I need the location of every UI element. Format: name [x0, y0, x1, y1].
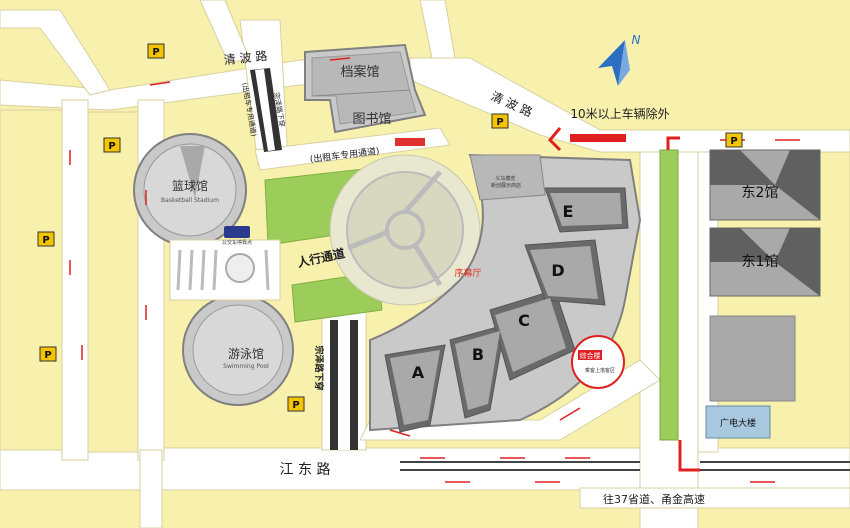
road-bottom-right: [579, 487, 850, 509]
east2-label: 东2馆: [742, 185, 779, 201]
svg-text:P: P: [152, 47, 159, 58]
road-label-vehicle-limit: 10米以上车辆除外: [570, 106, 669, 121]
swimming-label: 游泳馆: [228, 346, 264, 361]
connector-plaza: [169, 239, 281, 301]
archive-library-building: 档案馆 图书馆: [304, 43, 427, 134]
east1-label: 东1馆: [742, 254, 779, 270]
road-label-exit-route: 往37省道、甬金高速: [603, 492, 705, 506]
svg-text:P: P: [42, 235, 49, 246]
compass-north-label: N: [632, 33, 641, 47]
taxi-zone-sub-label: 乘客上落客区: [585, 367, 615, 374]
parking-sign: P: [147, 43, 165, 59]
bookstore-line-1: 义乌博览: [495, 175, 515, 182]
basketball-en-label: Basketball Stadium: [161, 197, 219, 204]
broadcast-label: 广电大楼: [720, 417, 756, 429]
archive-label: 档案馆: [340, 65, 379, 80]
hall-c-label: C: [518, 311, 530, 330]
svg-text:P: P: [496, 117, 503, 128]
jiangdong-rail: [400, 461, 850, 471]
green-median: [659, 149, 679, 441]
parking-sign: P: [287, 396, 305, 412]
road-topleft: [0, 9, 111, 96]
bus-stop-sign: 公交车停靠点: [222, 226, 252, 246]
underpass-marks: [250, 68, 358, 450]
hall-a-label: A: [412, 363, 425, 382]
library-label: 图书馆: [352, 112, 391, 127]
parking-sign: P: [103, 137, 121, 153]
central-plaza: [329, 154, 481, 306]
bus-stop-label: 公交车停靠点: [222, 239, 252, 246]
road-qingbo-right: [409, 57, 850, 153]
parking-sign: P: [491, 113, 509, 129]
hall-e-label: E: [563, 202, 574, 221]
road-label-zongze-lower: 宗泽路下穿: [313, 345, 325, 390]
road-label-qingbo-top: 清 波 路: [223, 48, 268, 67]
bookstore-line-2: 新创展示商店: [491, 182, 521, 189]
taxi-stop-banner: [570, 134, 626, 142]
bookstore-label: 义乌博览 新创展示商店: [491, 175, 521, 189]
basketball-label: 篮球馆: [172, 178, 208, 193]
road-top-right: [419, 0, 456, 59]
svg-text:P: P: [292, 400, 299, 411]
road-label-jiangdong: 江 东 路: [280, 462, 331, 478]
compass-icon: N: [598, 33, 641, 86]
road-left-vertical: [61, 99, 89, 461]
basketball-stadium: 篮球馆 Basketball Stadium: [133, 133, 247, 247]
road-top-mid: [199, 0, 251, 63]
svg-text:P: P: [730, 136, 737, 147]
svg-text:P: P: [108, 141, 115, 152]
swimming-en-label: Swimming Pool: [223, 363, 269, 370]
lawn-strip: [395, 138, 425, 146]
swimming-pool: 游泳馆 Swimming Pool: [182, 294, 294, 406]
hall-d-label: D: [551, 261, 564, 280]
parking-sign: P: [725, 132, 743, 148]
prelude-hall-label: 序幕厅: [454, 267, 481, 279]
parking-sign: P: [39, 346, 57, 362]
taxi-zone-label: 综合楼: [580, 351, 601, 360]
east-halls: 东2馆 东1馆 广电大楼: [705, 149, 821, 439]
hall-b-label: B: [472, 345, 484, 364]
svg-text:P: P: [44, 350, 51, 361]
road-bottom-left: [139, 449, 163, 528]
taxi-zone-sign: 综合楼 乘客上落客区: [571, 335, 625, 389]
parking-sign: P: [37, 231, 55, 247]
parking-signs: P P P P P P P: [37, 43, 743, 412]
